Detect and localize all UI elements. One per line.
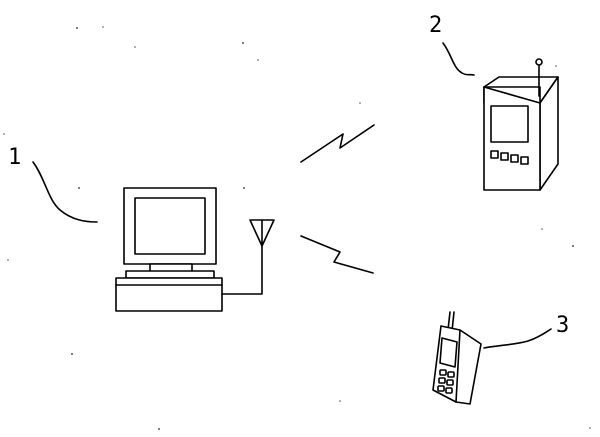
antenna-icon (249, 219, 275, 247)
display-unit-front-outline (483, 86, 541, 104)
mobile-phone-screen (439, 337, 458, 368)
system-unit (115, 277, 223, 312)
mobile-phone-key-3 (438, 377, 446, 384)
label-mobile-phone: 3 (556, 313, 569, 338)
leader-line-computer (32, 161, 98, 223)
wireless-signal-lower (300, 235, 374, 274)
mobile-phone-key-4 (446, 379, 454, 386)
computer (115, 187, 223, 312)
mobile-phone-key-2 (447, 371, 455, 378)
display-unit-screen (490, 105, 529, 143)
mobile-phone-side-edge (455, 329, 461, 403)
display-unit-button-4 (520, 156, 529, 165)
display-unit-antenna-tip (535, 58, 543, 66)
display-unit (483, 58, 559, 191)
display-unit-button-2 (500, 152, 509, 161)
display-unit-button-1 (490, 150, 499, 159)
mobile-phone-key-6 (445, 387, 453, 394)
label-display-unit: 2 (429, 13, 442, 38)
display-unit-button-3 (510, 154, 519, 163)
label-computer: 1 (8, 145, 21, 170)
leader-line-display-unit (442, 42, 475, 76)
monitor-screen (134, 197, 206, 255)
antenna-cable (221, 245, 263, 295)
leader-line-mobile-phone (483, 328, 552, 349)
monitor-foot (125, 270, 215, 279)
wireless-signal-upper (300, 124, 375, 163)
scan-noise (3, 26, 591, 430)
mobile-phone-key-5 (437, 385, 445, 392)
mobile-phone (432, 311, 482, 405)
mobile-phone-key-1 (439, 369, 447, 376)
